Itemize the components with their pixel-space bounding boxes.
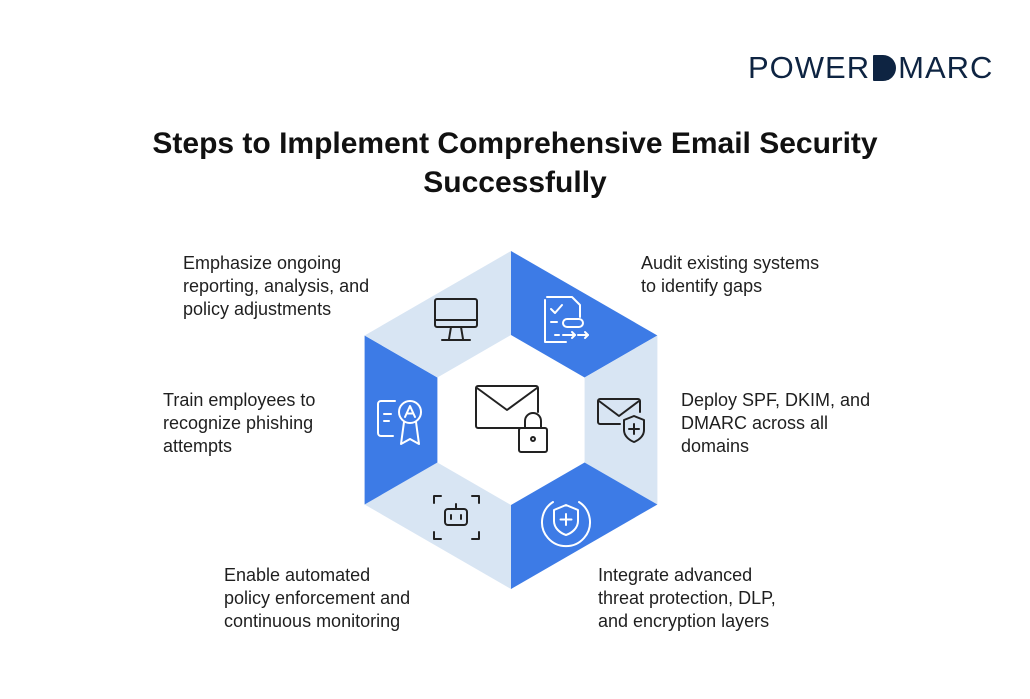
monitor-icon (434, 298, 478, 341)
logo-text-left: POWER (748, 50, 871, 85)
hexagon-segment-2 (584, 335, 658, 505)
certificate-icon (377, 400, 422, 445)
shield-plus-icon (541, 501, 591, 548)
step-6-text: Emphasize ongoing reporting, analysis, a… (183, 253, 370, 319)
page-title: Steps to Implement Comprehensive Email S… (152, 127, 878, 199)
hexagon-segment-5 (364, 335, 438, 505)
hexagon-segment-4 (364, 462, 511, 589)
hexagon-segment-3 (511, 462, 658, 589)
step-3-text: Integrate advanced threat protection, DL… (598, 565, 776, 631)
robot-icon (433, 495, 480, 540)
email-shield-icon (597, 398, 645, 443)
logo-d-mark-icon (873, 55, 897, 81)
hexagon-segment-6 (364, 251, 511, 378)
step-1-text: Audit existing systems to identify gaps (641, 253, 820, 296)
hexagon-segment-1 (511, 251, 658, 378)
powerdmarc-logo: POWER MARC (748, 50, 993, 86)
checklist-icon (544, 296, 589, 343)
logo-text-right: MARC (898, 50, 994, 85)
hexagon-segments (364, 251, 658, 589)
step-5-text: Train employees to recognize phishing at… (163, 390, 316, 456)
step-4-text: Enable automated policy enforcement and … (224, 565, 411, 631)
email-lock-icon (475, 385, 548, 453)
step-2-text: Deploy SPF, DKIM, and DMARC across all d… (681, 390, 871, 456)
